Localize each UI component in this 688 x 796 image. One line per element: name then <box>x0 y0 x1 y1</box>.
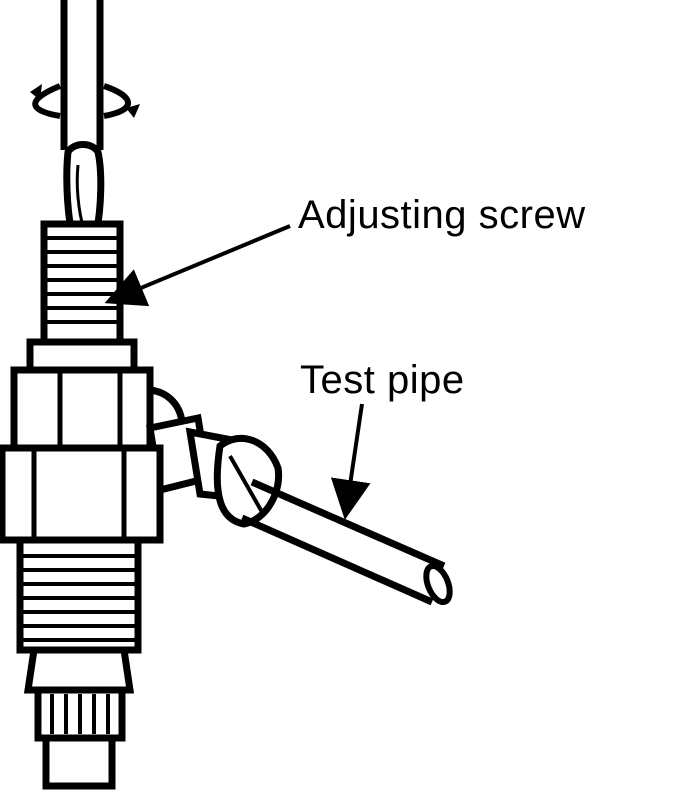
lower-threaded-body <box>16 536 142 654</box>
tee-body <box>10 366 186 453</box>
adjusting-screw <box>40 220 124 346</box>
test-pipe-leader-arrow <box>330 403 371 520</box>
screwdriver-tip <box>63 141 105 239</box>
pipe-fitting <box>146 413 283 528</box>
adjusting-screw-label: Adjusting screw <box>298 193 586 237</box>
screwdriver-shaft <box>60 0 104 150</box>
test-pipe-label: Test pipe <box>300 358 465 402</box>
adjusting-screw-leader-arrow <box>104 224 291 307</box>
nozzle-tip <box>23 646 135 790</box>
upper-collar <box>26 338 138 374</box>
rotation-arrow-icon <box>30 83 140 119</box>
lower-hex-nut <box>0 444 164 544</box>
test-pipe <box>240 478 453 606</box>
